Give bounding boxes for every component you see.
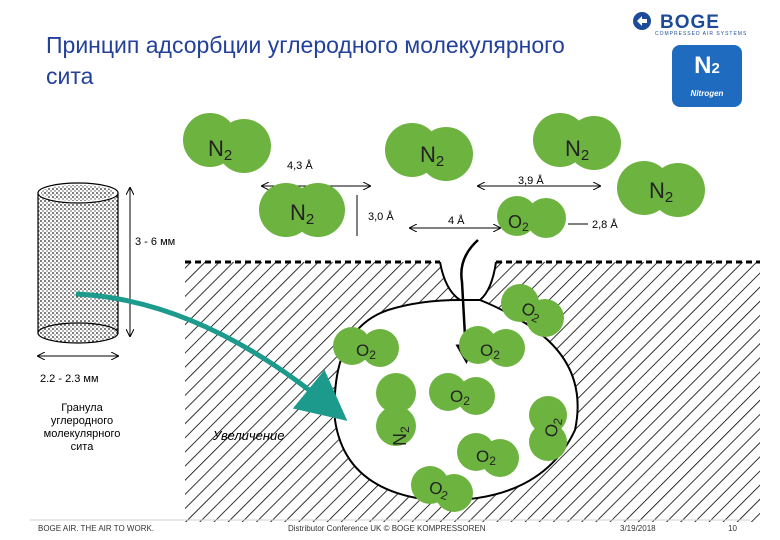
brand-tagline: COMPRESSED AIR SYSTEMS bbox=[655, 31, 748, 37]
svg-text:сита: сита bbox=[71, 441, 95, 453]
svg-text:O2: O2 bbox=[480, 341, 500, 362]
svg-text:молекулярного: молекулярного bbox=[44, 428, 121, 440]
svg-text:4 Å: 4 Å bbox=[448, 214, 465, 227]
o2-molecule: O2 bbox=[333, 327, 399, 367]
width-dimension: 2.2 - 2.3 мм bbox=[38, 356, 118, 385]
magnification-label: Увеличение bbox=[212, 428, 284, 443]
svg-text:4,3 Å: 4,3 Å bbox=[287, 159, 313, 172]
diffusion-arrow bbox=[455, 239, 479, 364]
svg-text:углеродного: углеродного bbox=[51, 415, 113, 427]
footer-slogan: BOGE AIR. THE AIR TO WORK. bbox=[38, 524, 155, 533]
n2-molecule: N2 bbox=[259, 183, 345, 237]
o2-molecule: O2 bbox=[501, 284, 564, 337]
n2-molecule: N2 bbox=[617, 161, 705, 217]
svg-text:O2: O2 bbox=[356, 341, 376, 362]
o2-molecule: O2 bbox=[529, 396, 567, 461]
n2-molecule: N2 bbox=[183, 113, 271, 173]
height-label: 3 - 6 мм bbox=[135, 236, 175, 248]
svg-text:O2: O2 bbox=[517, 298, 544, 326]
svg-text:N2: N2 bbox=[208, 136, 232, 164]
width-label: 2.2 - 2.3 мм bbox=[40, 373, 99, 385]
svg-text:Гранула: Гранула bbox=[61, 402, 103, 414]
n2-molecule: N2 bbox=[385, 123, 473, 181]
footer-page: 10 bbox=[728, 524, 737, 533]
pore-dimension-labels: 4,3 Å 3,9 Å 3,0 Å 4 Å 2,8 Å bbox=[287, 159, 618, 231]
o2-molecule: O2 bbox=[411, 466, 473, 512]
nitrogen-badge-label: Nitrogen bbox=[690, 89, 724, 98]
nitrogen-badge bbox=[672, 45, 742, 107]
svg-text:2,8 Å: 2,8 Å bbox=[592, 218, 618, 231]
svg-text:O2: O2 bbox=[541, 415, 565, 439]
page-title: Принцип адсорбции углеродного молекулярн… bbox=[46, 32, 565, 89]
granule-caption: Гранула углеродного молекулярного сита bbox=[44, 402, 121, 453]
svg-text:N2: N2 bbox=[390, 426, 412, 446]
n2-molecule: N2 bbox=[533, 113, 621, 170]
footer-date: 3/19/2018 bbox=[620, 524, 656, 533]
o2-molecule: O2 bbox=[457, 433, 519, 477]
n2-molecule-adsorbed: N2 bbox=[376, 373, 416, 446]
svg-text:O2: O2 bbox=[426, 478, 451, 504]
footer-center: Distributor Conference UK © BOGE KOMPRES… bbox=[288, 524, 486, 533]
svg-text:O2: O2 bbox=[508, 212, 529, 234]
svg-text:O2: O2 bbox=[450, 387, 470, 408]
brand-name: BOGE bbox=[660, 12, 720, 33]
magnification-arrow bbox=[75, 291, 348, 421]
svg-text:3,0 Å: 3,0 Å bbox=[368, 210, 394, 223]
height-dimension: 3 - 6 мм bbox=[130, 188, 175, 336]
svg-text:N2: N2 bbox=[420, 142, 444, 170]
boge-logo-icon bbox=[633, 12, 651, 30]
svg-text:N2: N2 bbox=[565, 136, 589, 164]
svg-text:3,9 Å: 3,9 Å bbox=[518, 174, 544, 187]
svg-text:N2: N2 bbox=[290, 200, 314, 228]
o2-molecule: O2 bbox=[459, 326, 525, 367]
nitrogen-badge-symbol: N2 bbox=[694, 52, 720, 79]
svg-text:O2: O2 bbox=[476, 447, 496, 468]
o2-molecule: O2 bbox=[497, 196, 566, 238]
granule-cylinder bbox=[37, 182, 119, 344]
svg-text:N2: N2 bbox=[649, 178, 673, 206]
o2-molecule: O2 bbox=[429, 373, 495, 415]
